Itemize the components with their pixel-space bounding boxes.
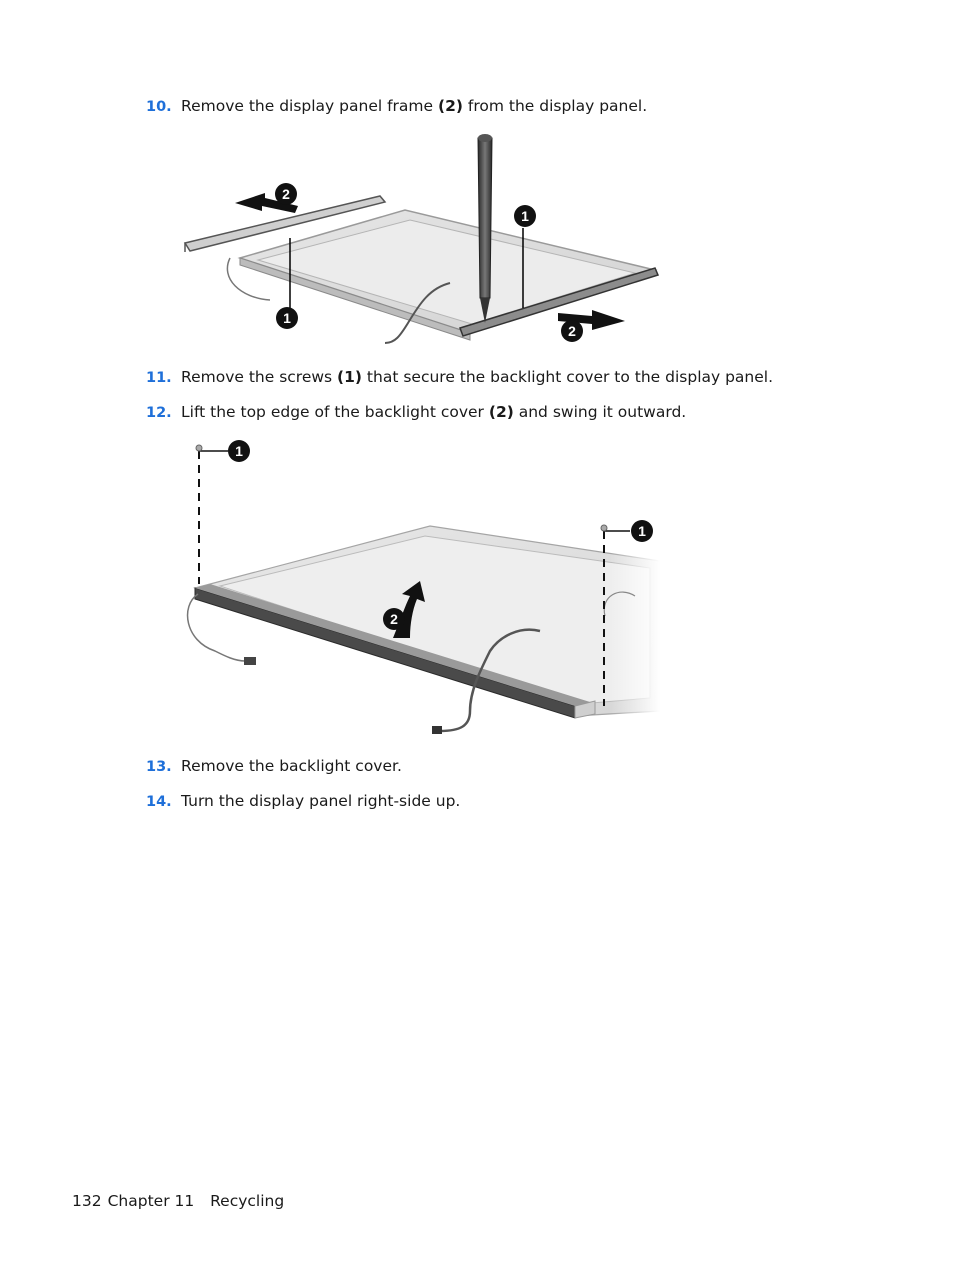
page-number: 132 — [72, 1192, 102, 1210]
backlight-cover-removal-figure: 1 1 2 — [186, 440, 660, 734]
svg-text:2: 2 — [282, 186, 290, 202]
callout-2: 2 — [383, 608, 405, 630]
step-10: 10. Remove the display panel frame (2) fr… — [146, 96, 647, 117]
step-number: 13. — [146, 759, 172, 775]
step-11: 11. Remove the screws (1) that secure the… — [146, 367, 773, 388]
callout-2-top: 2 — [275, 183, 297, 205]
step-text: Remove the display panel frame (2) from … — [181, 97, 648, 115]
panel-cable — [186, 593, 246, 662]
svg-text:1: 1 — [283, 310, 291, 326]
step-text: Remove the backlight cover. — [181, 757, 402, 775]
callout-1-right: 1 — [514, 205, 536, 227]
step-number: 11. — [146, 370, 172, 386]
step-number: 12. — [146, 405, 172, 421]
step-12: 12. Lift the top edge of the backlight co… — [146, 402, 686, 423]
svg-text:1: 1 — [638, 523, 646, 539]
step-number: 10. — [146, 99, 172, 115]
arrow-left-icon — [235, 193, 298, 213]
chapter-label: Chapter 11 — [107, 1192, 195, 1210]
callout-1-left: 1 — [276, 307, 298, 329]
callout-1-left: 1 — [228, 440, 250, 462]
callout-2-bottom: 2 — [561, 320, 583, 342]
display-frame-removal-figure: 2 1 1 2 — [183, 134, 660, 344]
svg-text:1: 1 — [235, 443, 243, 459]
svg-text:2: 2 — [390, 611, 398, 627]
step-13: 13. Remove the backlight cover. — [146, 756, 402, 777]
screw-icon — [600, 524, 608, 532]
step-text: Lift the top edge of the backlight cover… — [181, 403, 687, 421]
callout-1-right: 1 — [631, 520, 653, 542]
pry-tool — [477, 137, 493, 299]
step-number: 14. — [146, 794, 172, 810]
step-text: Turn the display panel right-side up. — [181, 792, 461, 810]
svg-text:2: 2 — [568, 323, 576, 339]
section-label: Recycling — [210, 1192, 285, 1210]
panel-screen — [256, 219, 637, 325]
screw-icon — [195, 444, 203, 452]
page-footer: 132 Chapter 11 Recycling — [72, 1192, 290, 1210]
step-text: Remove the screws (1) that secure the ba… — [181, 368, 774, 386]
svg-text:1: 1 — [521, 208, 529, 224]
removed-frame-strip — [183, 195, 387, 252]
display-panel-frame — [459, 267, 660, 337]
step-14: 14. Turn the display panel right-side up. — [146, 791, 460, 812]
arrow-right-icon — [558, 310, 625, 330]
panel-cable — [226, 257, 271, 301]
